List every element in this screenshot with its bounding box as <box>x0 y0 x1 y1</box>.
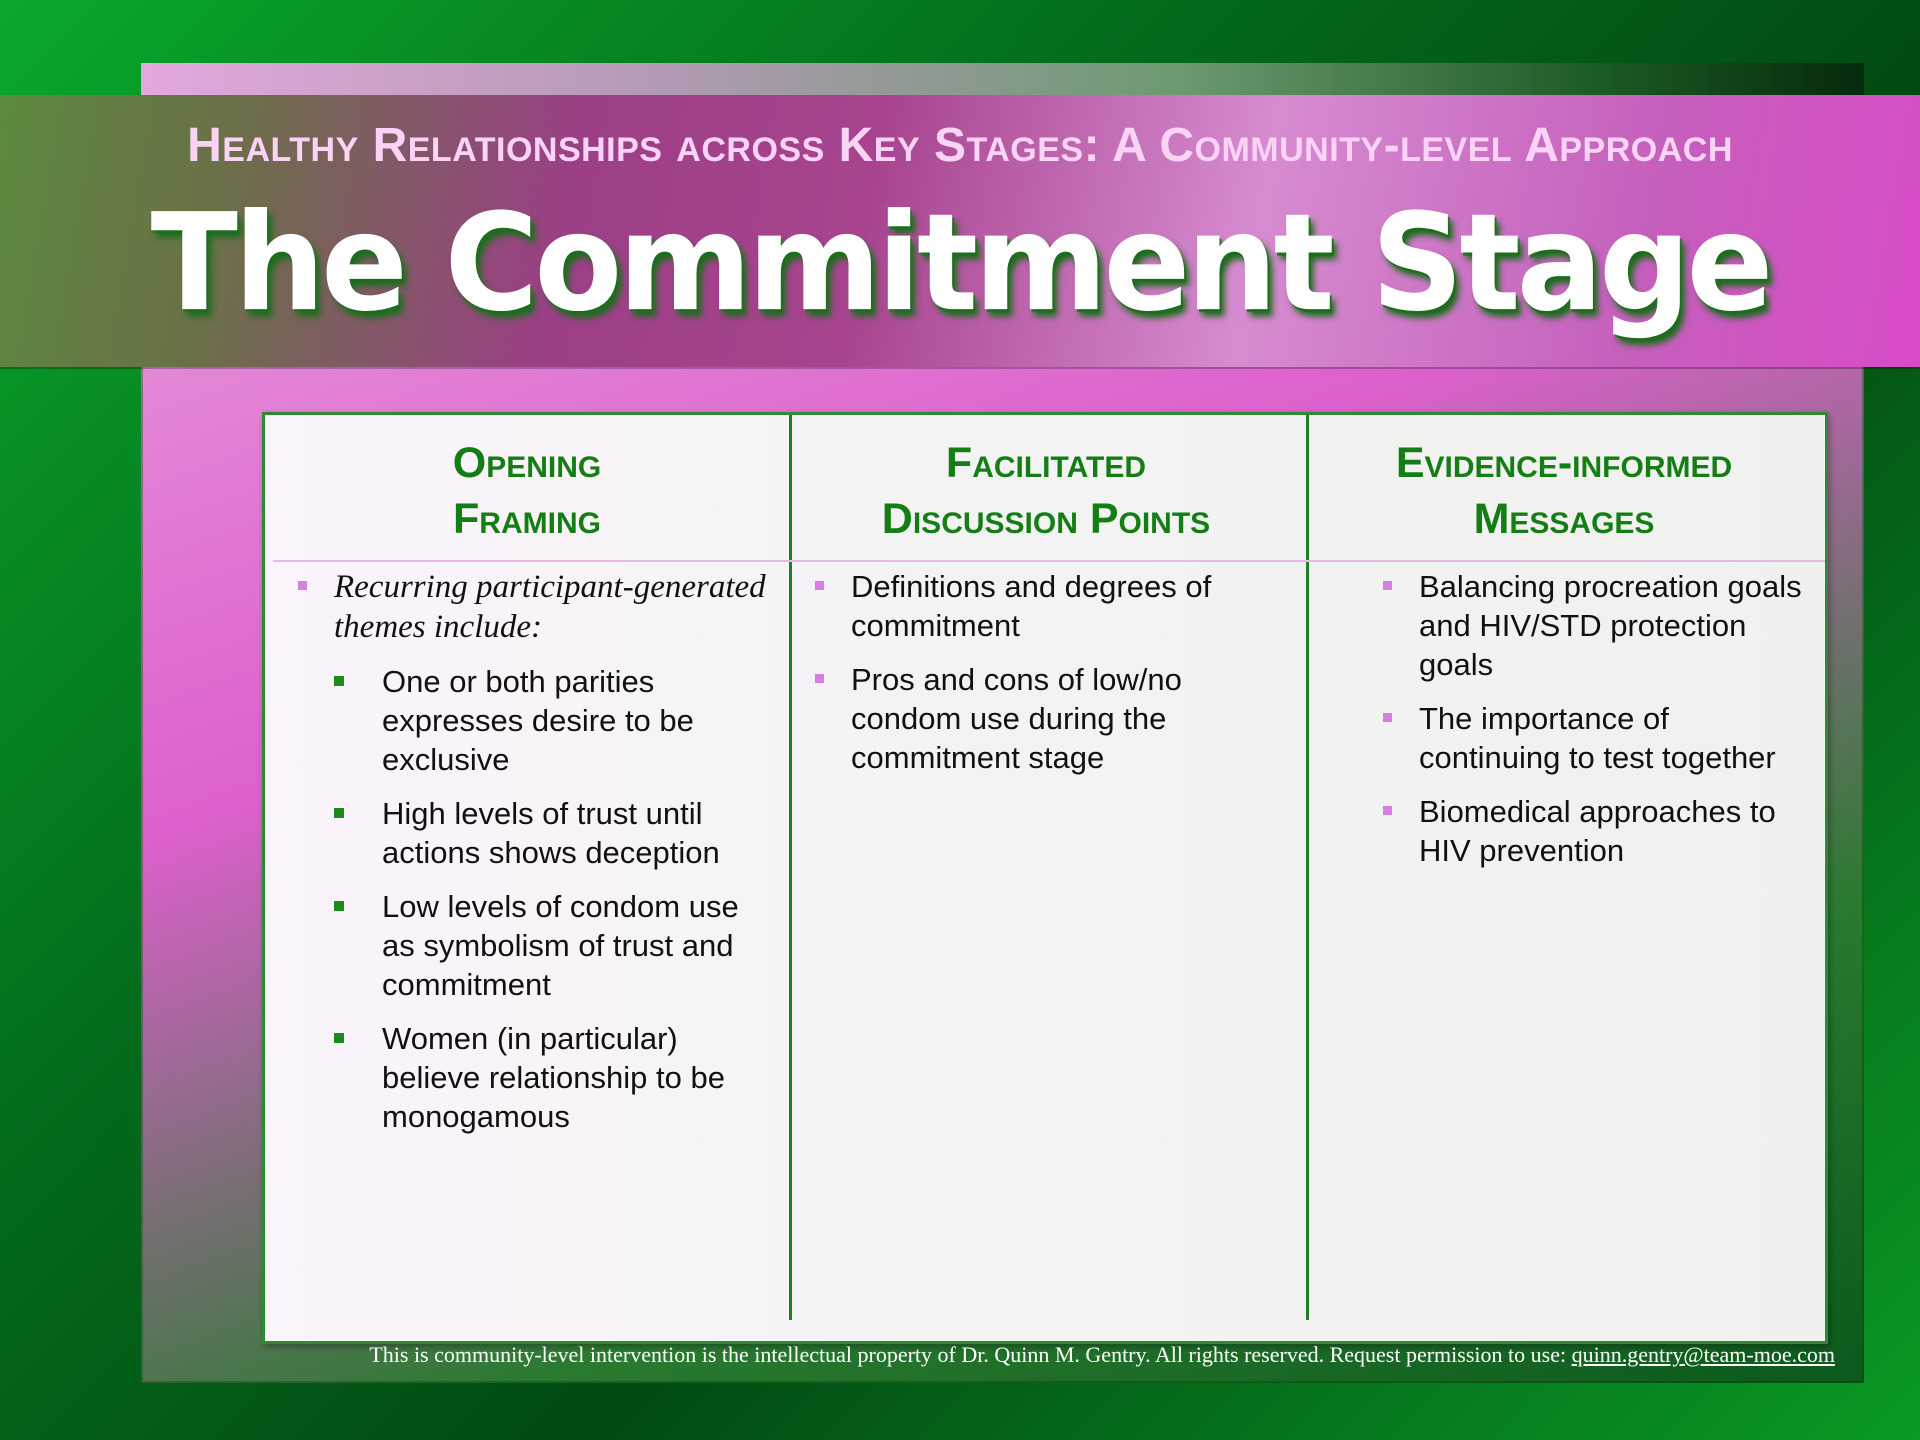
slide-title: The Commitment Stage <box>150 185 1774 342</box>
column-divider <box>1306 415 1309 1320</box>
sub-list-item: Low levels of condom use as symbolism of… <box>334 887 773 1004</box>
heading-line: Discussion Points <box>881 495 1211 543</box>
heading-line: Opening <box>452 439 602 487</box>
heading-line: Facilitated <box>945 439 1147 487</box>
column-divider <box>789 415 792 1320</box>
content-panel: Opening Framing Recurring participant-ge… <box>262 412 1828 1344</box>
list-item: Definitions and degrees of commitment <box>810 567 1280 645</box>
column-heading-opening-framing: Opening Framing <box>267 435 787 547</box>
footer-text: This is community-level intervention is … <box>369 1342 1572 1367</box>
list-item: Balancing procreation goals and HIV/STD … <box>1378 567 1818 684</box>
column-heading-evidence-messages: Evidence-informed Messages <box>1304 435 1824 547</box>
column-body-opening-framing: Recurring participant-generated themes i… <box>293 567 773 1151</box>
intro-text: Recurring participant-generated themes i… <box>334 569 766 645</box>
column-body-discussion-points: Definitions and degrees of commitment Pr… <box>810 567 1280 792</box>
slide-subtitle: Healthy Relationships across Key Stages:… <box>187 119 1733 172</box>
list-item: Pros and cons of low/no condom use durin… <box>810 660 1280 777</box>
heading-line: Evidence-informed <box>1395 439 1733 487</box>
top-accent-strip <box>141 63 1864 95</box>
column-heading-discussion-points: Facilitated Discussion Points <box>786 435 1306 547</box>
header-rule <box>273 560 1825 562</box>
column-body-evidence-messages: Balancing procreation goals and HIV/STD … <box>1378 567 1818 885</box>
sub-list-item: Women (in particular) believe relationsh… <box>334 1019 773 1136</box>
list-item: Recurring participant-generated themes i… <box>293 567 773 1136</box>
list-item: Biomedical approaches to HIV prevention <box>1378 792 1818 870</box>
copyright-footer: This is community-level intervention is … <box>180 1342 1835 1368</box>
sub-list-item: High levels of trust until actions shows… <box>334 794 773 872</box>
sub-list-item: One or both parities expresses desire to… <box>334 662 773 779</box>
title-banner <box>0 95 1920 367</box>
heading-line: Framing <box>453 495 601 543</box>
email-link[interactable]: quinn.gentry@team-moe.com <box>1571 1342 1835 1367</box>
heading-line: Messages <box>1473 495 1655 543</box>
list-item: The importance of continuing to test tog… <box>1378 699 1818 777</box>
